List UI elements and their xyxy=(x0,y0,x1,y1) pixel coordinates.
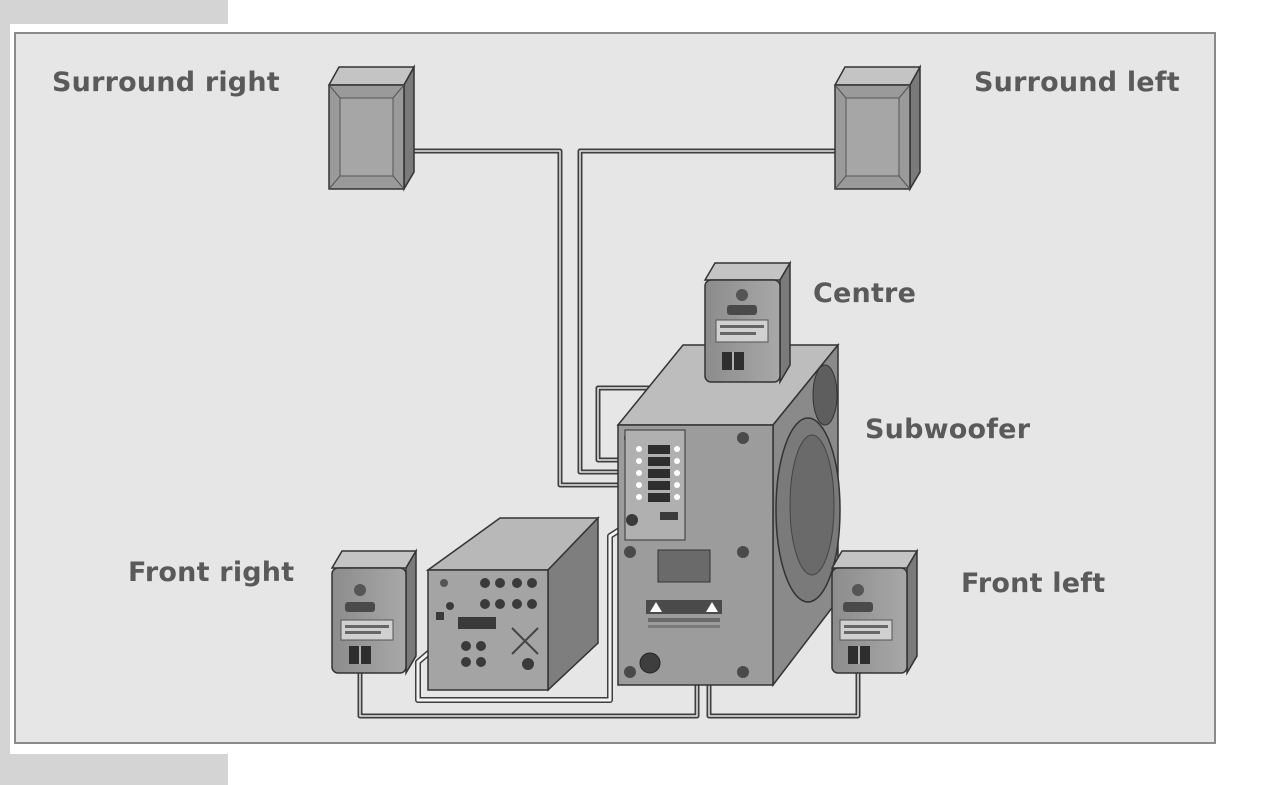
subwoofer xyxy=(616,342,841,688)
surround-left-label: Surround left xyxy=(974,67,1180,98)
front-left-label: Front left xyxy=(961,568,1106,599)
surround-left-speaker xyxy=(833,64,922,192)
centre-label: Centre xyxy=(813,278,917,309)
front-left-speaker xyxy=(830,548,919,676)
receiver-unit xyxy=(425,516,600,692)
surround-right-speaker xyxy=(327,64,416,192)
page-tab-top xyxy=(0,0,228,24)
front-right-label: Front right xyxy=(128,557,295,588)
centre-speaker xyxy=(703,260,792,385)
surround-right-cable xyxy=(408,148,640,488)
subwoofer-label: Subwoofer xyxy=(865,414,1031,445)
page-tab-bottom xyxy=(0,754,228,785)
page-tab-left xyxy=(0,24,10,754)
front-right-speaker xyxy=(330,548,418,676)
surround-right-label: Surround right xyxy=(52,67,280,98)
